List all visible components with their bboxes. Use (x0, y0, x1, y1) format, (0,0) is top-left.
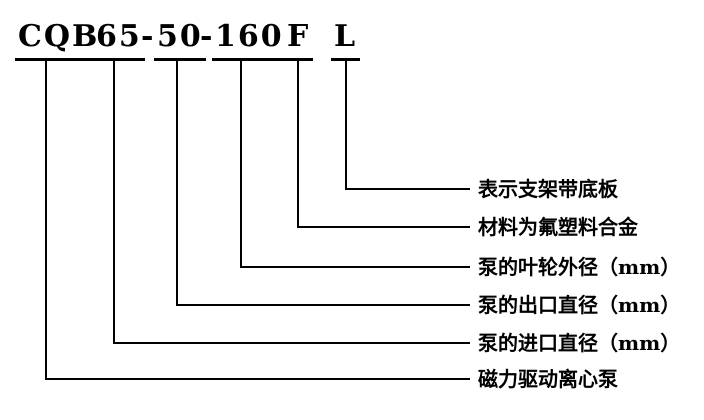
connector-inlet-hline (113, 342, 470, 344)
model-segment-inlet: 65 (93, 20, 145, 61)
label-bracket: 表示支架带底板 (478, 177, 618, 201)
model-segment-impeller: 160 (212, 20, 287, 61)
connector-impeller-vline (240, 61, 242, 268)
connector-code-hline (45, 378, 470, 380)
separator-dash-1: - (141, 19, 154, 54)
separator-dash-2: - (200, 19, 213, 54)
connector-material-vline (297, 61, 299, 228)
model-segment-material: F (284, 20, 314, 61)
connector-impeller-hline (240, 266, 470, 268)
connector-inlet-vline (113, 61, 115, 344)
connector-code-vline (45, 61, 47, 380)
label-outlet: 泵的出口直径（mm） (478, 293, 681, 317)
connector-bracket-hline (345, 188, 470, 190)
connector-outlet-vline (176, 61, 178, 306)
model-segment-outlet: 50 (154, 20, 206, 61)
connector-bracket-vline (345, 61, 347, 190)
label-code: 磁力驱动离心泵 (478, 367, 618, 391)
connector-material-hline (297, 226, 470, 228)
model-segment-bracket: L (331, 20, 361, 61)
label-impeller: 泵的叶轮外径（mm） (478, 255, 681, 279)
label-material: 材料为氟塑料合金 (478, 215, 638, 239)
model-segment-cqb: CQB (15, 20, 103, 61)
label-inlet: 泵的进口直径（mm） (478, 331, 681, 355)
connector-outlet-hline (176, 304, 470, 306)
